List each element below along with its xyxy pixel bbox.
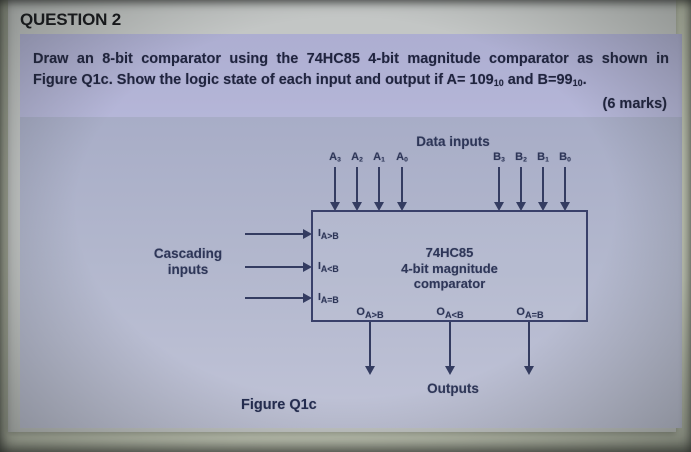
- document-page: QUESTION 2 Draw an 8-bit comparator usin…: [8, 0, 682, 432]
- question-line-1: Draw an 8-bit comparator using the 74HC8…: [33, 51, 669, 67]
- b2-input-arrow: [516, 167, 526, 211]
- figure-q1c-diagram: Data inputs A3 A2 A1 A0 B3 B2 B1 B0 Casc…: [20, 117, 682, 428]
- b1-input-arrow: [538, 167, 548, 211]
- pin-sub: 0: [404, 156, 408, 164]
- pin-label-b1: B1: [532, 151, 554, 164]
- pin-sub: A=B: [320, 295, 339, 306]
- pin-base: O: [356, 306, 365, 318]
- question-line-2-mid: and B=99: [503, 72, 573, 88]
- chip-description-line2: comparator: [413, 276, 486, 291]
- pin-base: B: [515, 151, 524, 163]
- pin-sub: A<B: [444, 310, 464, 321]
- pin-sub: 2: [523, 156, 527, 164]
- pin-sub: A>B: [320, 231, 339, 242]
- pin-label-a1: A1: [368, 151, 390, 164]
- pin-sub: 3: [337, 156, 341, 164]
- pin-label-b2: B2: [510, 151, 532, 164]
- pin-base: A: [329, 151, 338, 163]
- subscript-base-10: 10: [572, 78, 583, 89]
- question-header: QUESTION 2: [20, 10, 121, 29]
- pin-base: I: [318, 291, 321, 303]
- pin-sub: 3: [501, 156, 505, 164]
- pin-sub: A=B: [524, 310, 544, 321]
- subscript-base-10: 10: [493, 78, 504, 89]
- marks-label: (6 marks): [602, 96, 667, 113]
- pin-label-o-a-gt-b: OA>B: [348, 306, 392, 320]
- pin-label-a0: A0: [391, 151, 413, 164]
- cascading-inputs-label: Cascading inputs: [123, 246, 253, 278]
- b0-input-arrow: [560, 167, 570, 211]
- chip-description-line1: 4-bit magnitude: [401, 260, 498, 276]
- cascading-label-line1: Cascading: [153, 246, 223, 261]
- chip-title: 74HC85 4-bit magnitude comparator: [311, 245, 588, 292]
- pin-base: O: [436, 306, 445, 318]
- question-line-2: Figure Q1c. Show the logic state of each…: [33, 70, 669, 94]
- pin-base: I: [318, 227, 321, 239]
- pin-label-a2: A2: [346, 151, 368, 164]
- pin-sub: 1: [381, 156, 385, 164]
- cascade-arrow-a-lt-b: [245, 262, 312, 272]
- pin-label-b0: B0: [554, 151, 576, 164]
- pin-base: A: [373, 151, 382, 163]
- pin-label-b3: B3: [488, 151, 510, 164]
- pin-label-i-a-gt-b: IA>B: [318, 227, 339, 241]
- pin-sub: 2: [359, 156, 363, 164]
- 74hc85-chip-box: [311, 210, 588, 322]
- pin-base: B: [559, 151, 568, 163]
- b3-input-arrow: [494, 167, 504, 211]
- a2-input-arrow: [352, 167, 362, 211]
- output-arrow-a-eq-b: [524, 322, 534, 375]
- chip-part-number: 74HC85: [425, 245, 474, 260]
- pin-label-o-a-eq-b: OA=B: [508, 306, 552, 320]
- a0-input-arrow: [397, 167, 407, 211]
- cascade-arrow-a-gt-b: [245, 229, 312, 239]
- pin-base: I: [318, 260, 321, 272]
- pin-sub: A>B: [364, 310, 384, 321]
- data-inputs-label: Data inputs: [416, 134, 490, 149]
- question-line-2-text: Figure Q1c. Show the logic state of each…: [33, 72, 494, 88]
- pin-base: A: [396, 151, 405, 163]
- pin-sub: A<B: [320, 264, 339, 275]
- pin-label-i-a-lt-b: IA<B: [318, 260, 339, 274]
- cascading-label-line2: inputs: [167, 262, 209, 277]
- a1-input-arrow: [374, 167, 384, 211]
- outputs-label: Outputs: [427, 381, 479, 396]
- question-text-box: Draw an 8-bit comparator using the 74HC8…: [20, 34, 682, 117]
- pin-base: O: [516, 306, 525, 318]
- pin-label-i-a-eq-b: IA=B: [318, 291, 339, 305]
- cascade-arrow-a-eq-b: [245, 293, 312, 303]
- pin-base: B: [493, 151, 502, 163]
- pin-label-a3: A3: [324, 151, 346, 164]
- pin-base: B: [537, 151, 546, 163]
- question-line-2-end: .: [582, 72, 587, 88]
- pin-sub: 1: [545, 156, 549, 164]
- pin-label-o-a-lt-b: OA<B: [428, 306, 472, 320]
- figure-caption: Figure Q1c: [241, 397, 317, 413]
- output-arrow-a-lt-b: [445, 322, 455, 375]
- pin-base: A: [351, 151, 360, 163]
- a3-input-arrow: [330, 167, 340, 211]
- output-arrow-a-gt-b: [365, 322, 375, 375]
- pin-sub: 0: [567, 156, 571, 164]
